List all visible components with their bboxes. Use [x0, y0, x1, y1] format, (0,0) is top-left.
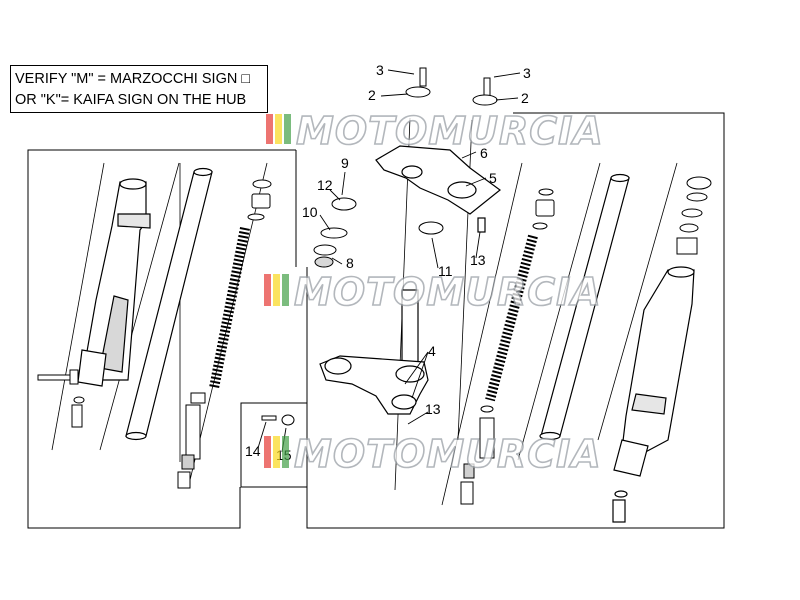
callout-2-right: 2	[521, 90, 529, 106]
right-top-seals	[676, 176, 712, 255]
left-leg-frame	[27, 149, 296, 529]
right-stanchion-tube	[539, 173, 630, 441]
left-stanchion-tube	[125, 167, 213, 441]
stripe-green	[284, 114, 291, 144]
stripe-red	[266, 114, 273, 144]
left-bottom-screw	[71, 396, 85, 428]
stripe-red	[264, 274, 271, 306]
watermark-top: MOTOMURCIA	[266, 108, 604, 154]
callout-13-top: 13	[470, 252, 486, 268]
callout-14: 14	[245, 443, 261, 459]
stripe-yellow	[273, 274, 280, 306]
note-line-1: VERIFY "M" = MARZOCCHI SIGN □	[15, 71, 251, 87]
watermark-stripes-icon	[264, 436, 289, 468]
callout-11: 11	[438, 263, 453, 279]
small-screws	[261, 414, 295, 426]
stripe-yellow	[275, 114, 282, 144]
callout-8: 8	[346, 255, 354, 271]
steering-stem-lower-clamp	[319, 289, 429, 415]
callout-10: 10	[302, 204, 318, 220]
watermark-stripes-icon	[266, 114, 291, 144]
small-parts-frame	[240, 402, 308, 488]
watermark-text: MOTOMURCIA	[294, 432, 602, 476]
bearing-parts	[313, 197, 444, 268]
watermark-text: MOTOMURCIA	[294, 270, 602, 314]
watermark-middle: MOTOMURCIA	[264, 269, 602, 315]
top-bolts	[405, 67, 498, 106]
callout-3-right: 3	[523, 65, 531, 81]
note-line-2: OR "K"= KAIFA SIGN ON THE HUB	[15, 92, 247, 108]
left-axle-bolt	[37, 369, 79, 385]
right-spring-stack	[460, 188, 555, 505]
callout-3-left: 3	[376, 62, 384, 78]
right-fork-slider	[612, 266, 695, 523]
stripe-green	[282, 274, 289, 306]
callout-9: 9	[341, 155, 349, 171]
left-fork-slider	[77, 178, 151, 387]
stripe-yellow	[273, 436, 280, 468]
left-spring-stack	[177, 179, 272, 489]
watermark-text: MOTOMURCIA	[296, 109, 604, 153]
callout-leaders	[257, 69, 521, 453]
marzocchi-kaifa-note: VERIFY "M" = MARZOCCHI SIGN □ OR "K"= KA…	[10, 65, 268, 113]
callout-4: 4	[428, 343, 436, 359]
callout-13-bottom: 13	[425, 401, 441, 417]
stripe-green	[282, 436, 289, 468]
callout-5: 5	[489, 170, 497, 186]
callout-6: 6	[480, 145, 488, 161]
stripe-red	[264, 436, 271, 468]
callout-12: 12	[317, 177, 333, 193]
upper-triple-clamp	[375, 145, 501, 233]
watermark-stripes-icon	[264, 274, 289, 306]
callout-2-left: 2	[368, 87, 376, 103]
watermark-bottom: MOTOMURCIA	[264, 431, 602, 477]
